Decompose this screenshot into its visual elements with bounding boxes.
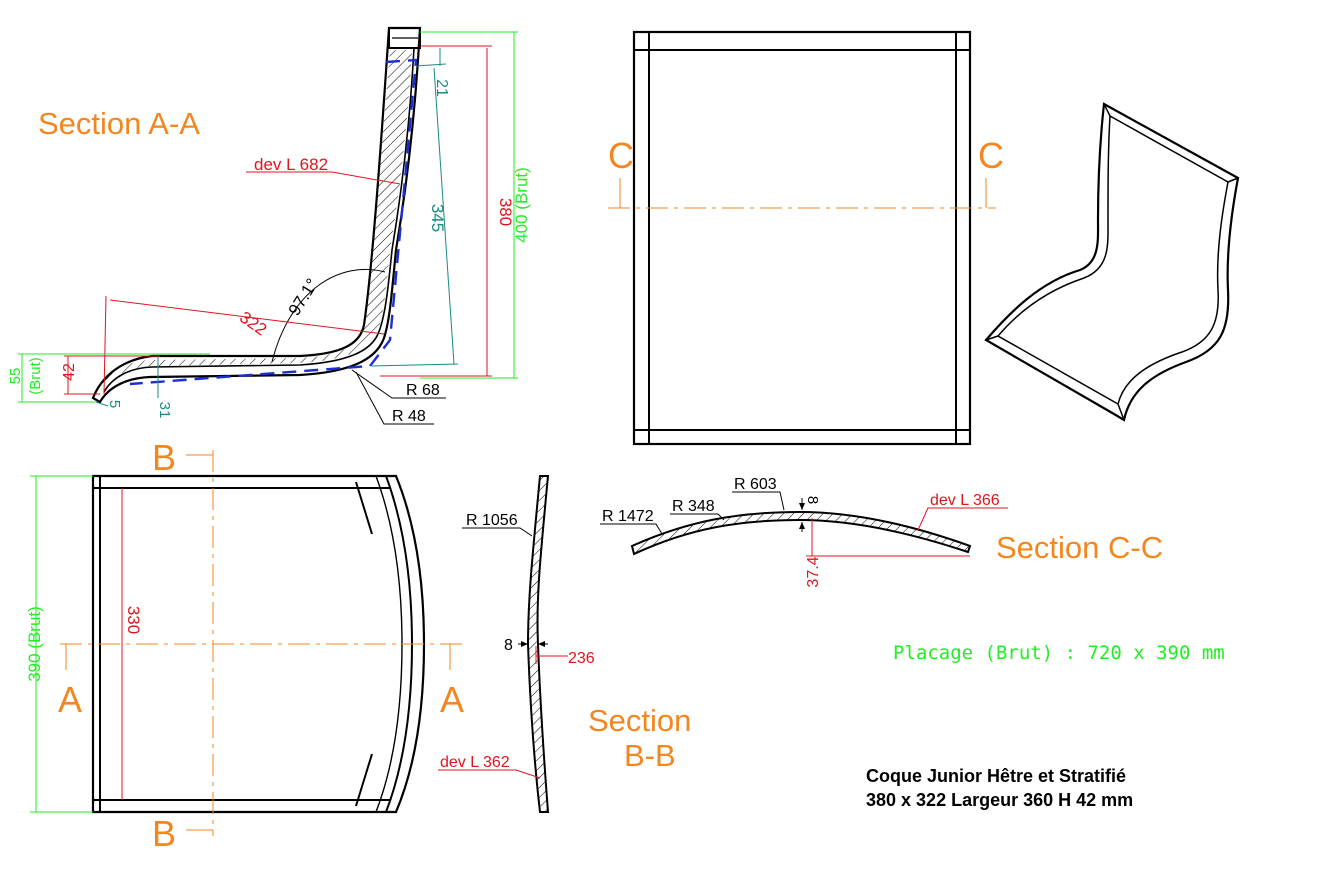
radius-48-leader — [355, 371, 434, 425]
shell-hatch — [100, 50, 412, 390]
radius-48: R 48 — [392, 408, 426, 425]
angle-97: 97.1° — [285, 275, 322, 319]
dim-330: 330 — [124, 606, 143, 634]
front-view: C C — [608, 30, 1004, 446]
cut-label-c-right: C — [978, 135, 1004, 176]
section-bb-view: R 1056 8 236 dev L 362 Section B-B — [438, 475, 691, 813]
dim-5: 5 — [106, 400, 123, 408]
dev-length-aa: dev L 682 — [254, 155, 328, 174]
dim-374: 37.4 — [805, 556, 822, 587]
dim-31: 31 — [156, 402, 173, 419]
dim-8-bb: 8 — [504, 637, 513, 654]
dim-345: 345 — [428, 204, 447, 232]
cut-label-b-top: B — [152, 437, 176, 478]
dim-line-322 — [109, 299, 385, 335]
isometric-view — [984, 102, 1240, 422]
dim-380: 380 — [496, 198, 515, 226]
section-bb-title-1: Section — [588, 703, 691, 738]
cut-label-b-bottom: B — [152, 813, 176, 854]
dim-21: 21 — [433, 79, 450, 97]
dim-400-brut: 400 (Brut) — [512, 167, 531, 243]
cut-label-a-right: A — [440, 679, 464, 720]
cut-label-a-left: A — [58, 679, 82, 720]
dim-8-cc: 8 — [804, 496, 821, 504]
dim-390-brut: 390 (Brut) — [25, 606, 44, 682]
dev-l-366-leader — [917, 507, 1008, 531]
title-line-2: 380 x 322 Largeur 360 H 42 mm — [866, 790, 1133, 810]
top-view: 330 390 (Brut) B B A A — [25, 437, 464, 854]
radius-1472-leader — [600, 523, 663, 535]
dim-42: 42 — [61, 363, 78, 381]
radius-1472: R 1472 — [602, 508, 654, 525]
dim-55-brut: (Brut) — [27, 357, 44, 395]
dim-236: 236 — [568, 650, 595, 667]
title-line-1: Coque Junior Hêtre et Stratifié — [866, 766, 1126, 786]
dev-l-362-leader — [438, 769, 541, 779]
section-bb-title-2: B-B — [624, 738, 676, 773]
shell-profile-inner — [103, 47, 415, 393]
shell-top-cap — [388, 27, 421, 49]
dev-length-bb: dev L 362 — [440, 754, 510, 771]
dim-322: 322 — [236, 308, 270, 340]
shell-profile-outer — [91, 26, 422, 404]
mold-line-dashed — [129, 58, 418, 386]
radius-68: R 68 — [406, 382, 440, 399]
radius-348-leader — [670, 513, 725, 521]
radius-1056: R 1056 — [466, 512, 518, 529]
angle-arc — [271, 268, 386, 363]
dim-55: 55 — [7, 368, 24, 385]
veneer-note: Placage (Brut) : 720 x 390 mm — [893, 642, 1225, 664]
dim-line-345 — [433, 67, 455, 365]
radius-1056-leader — [462, 527, 533, 537]
section-cc-title: Section C-C — [996, 530, 1163, 565]
cut-label-c-left: C — [608, 135, 634, 176]
section-aa-title: Section A-A — [38, 106, 200, 141]
section-aa-view: Section A-A dev L 682 380 400 (Brut) 345… — [7, 26, 531, 425]
radius-348: R 348 — [672, 498, 715, 515]
dev-length-cc: dev L 366 — [930, 492, 1000, 509]
radius-603: R 603 — [734, 476, 777, 493]
radius-603-leader — [732, 491, 785, 511]
radius-68-leader — [351, 369, 446, 399]
section-cc-view: R 603 R 348 R 1472 8 dev L 366 37.4 Sect… — [600, 476, 1163, 588]
